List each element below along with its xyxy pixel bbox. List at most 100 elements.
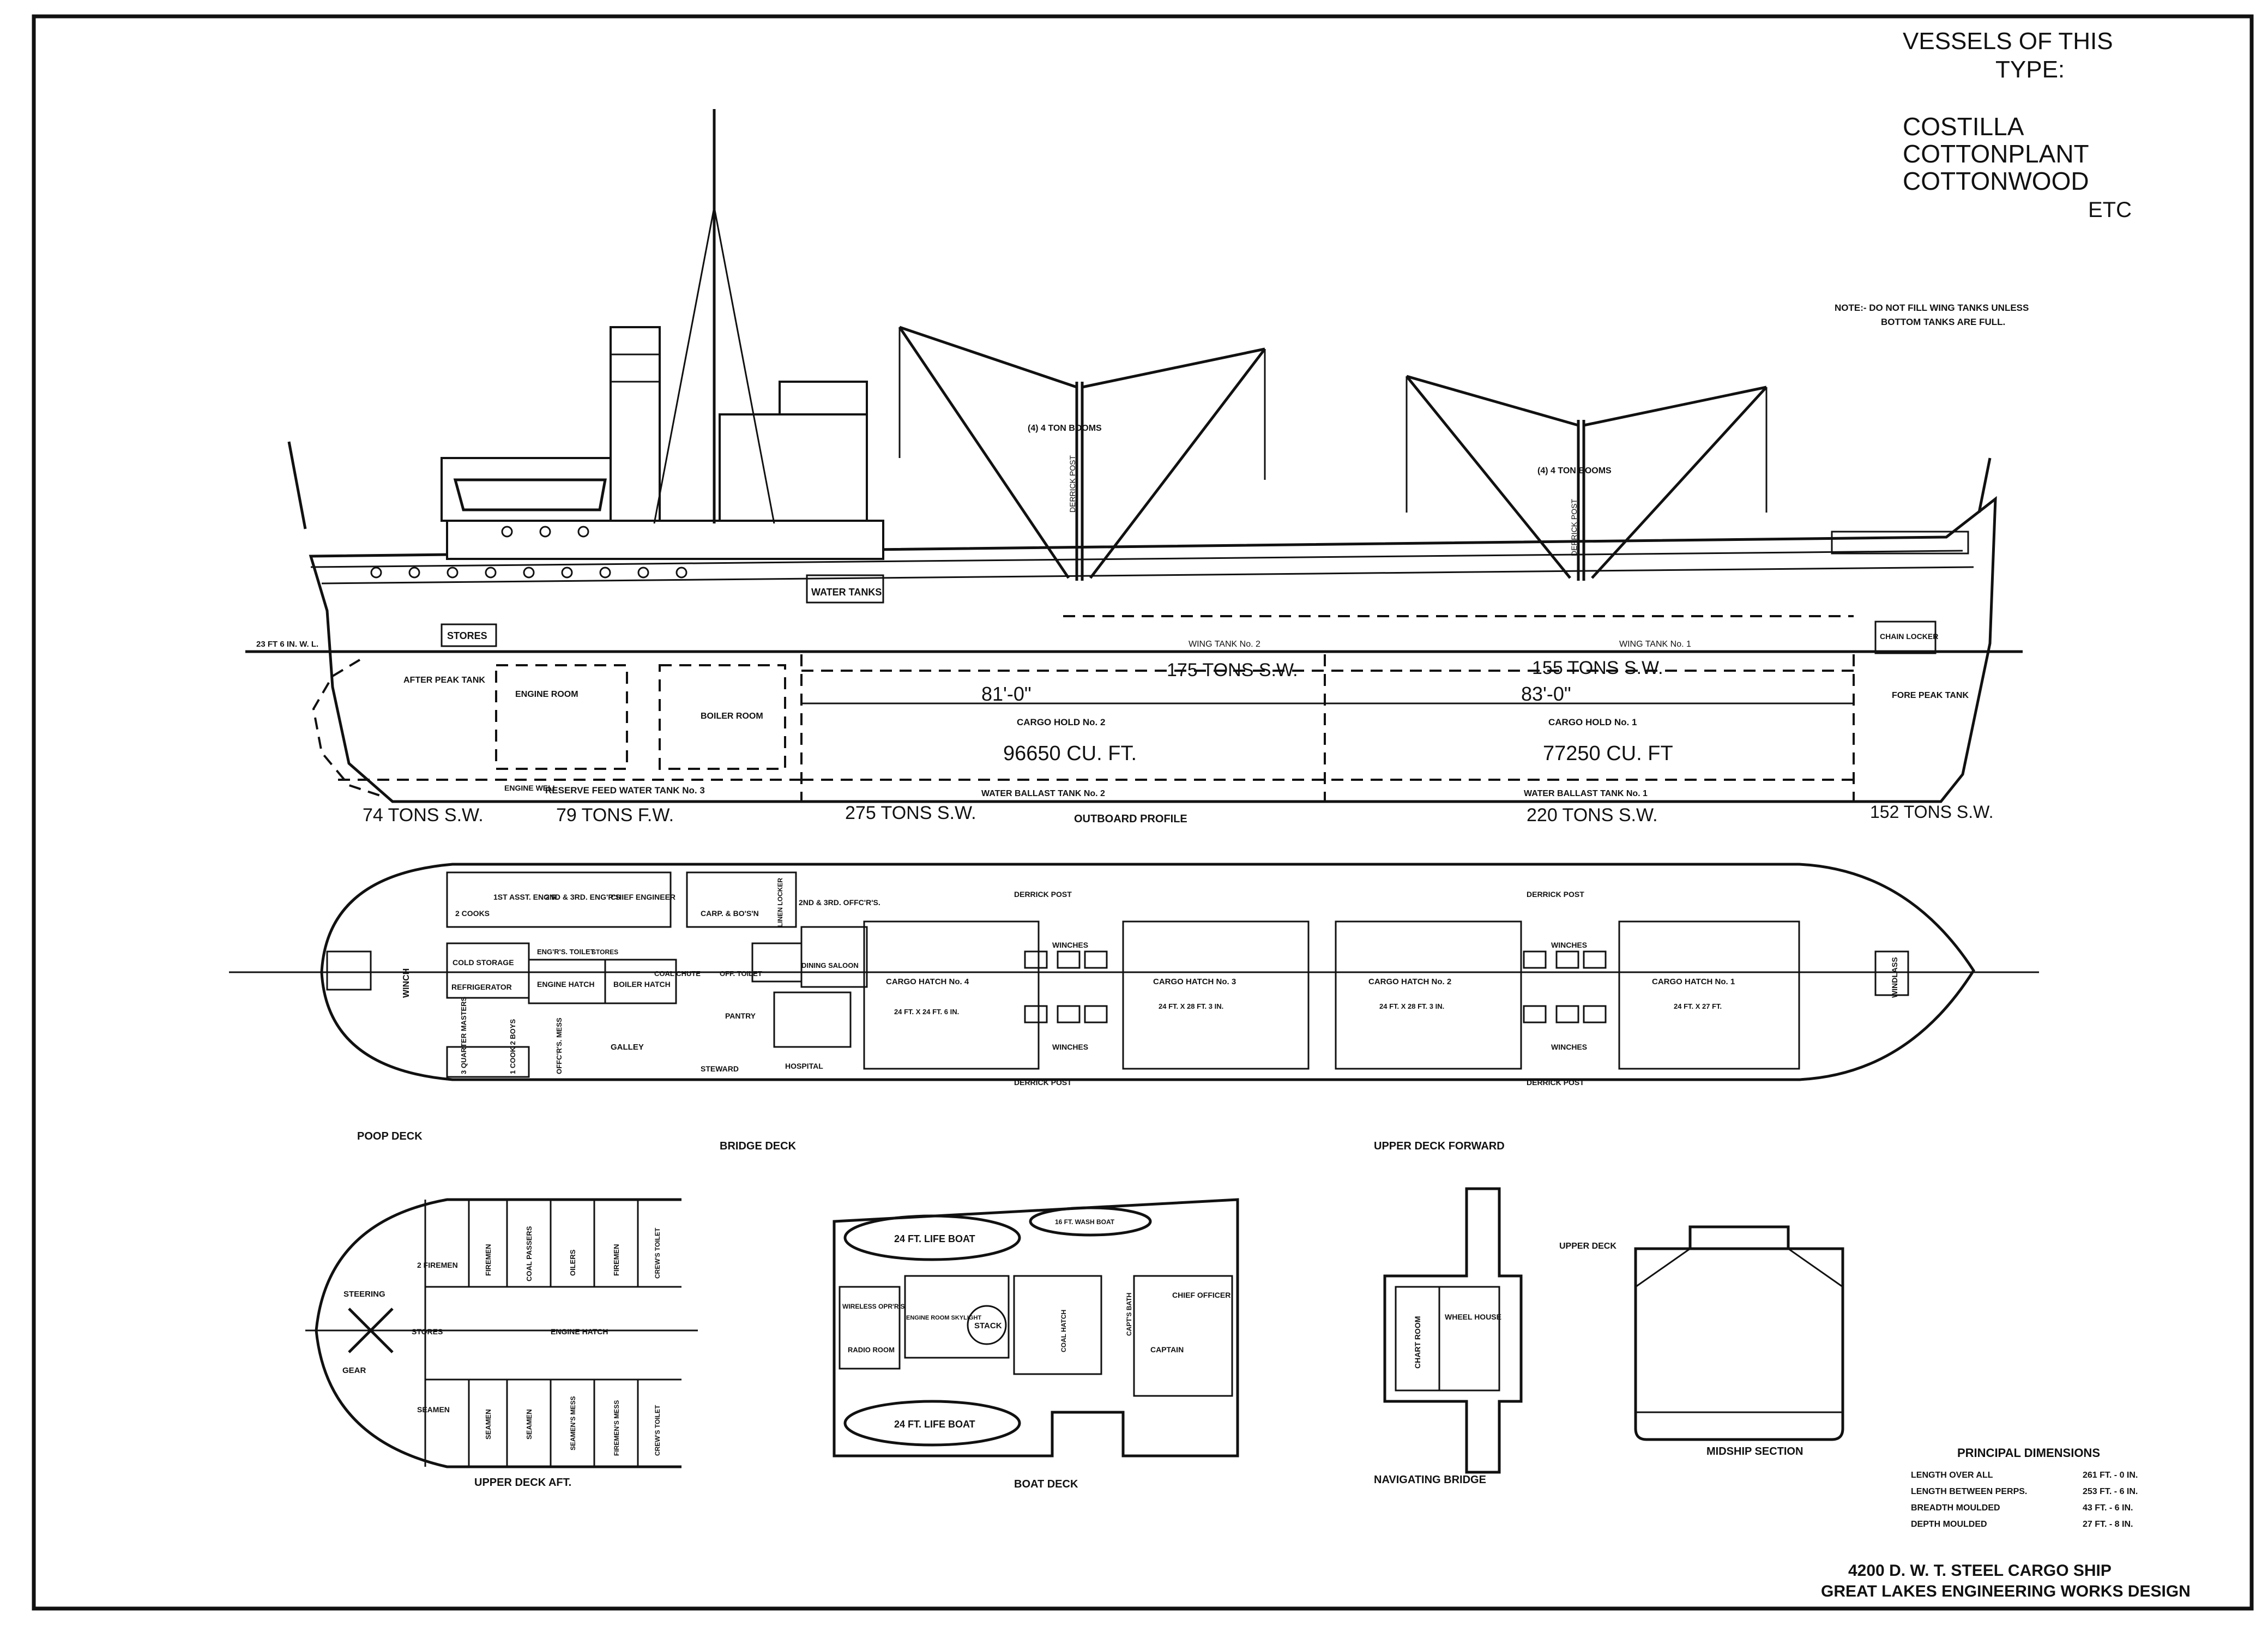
- room-label: WHEEL HOUSE: [1445, 1312, 1501, 1321]
- room-label: STACK: [974, 1321, 1002, 1330]
- midship-section: UPPER DECK MIDSHIP SECTION: [1559, 1225, 1844, 1458]
- reserve-feed-label: RESERVE FEED WATER TANK No. 3: [545, 785, 705, 796]
- life-boat-label: 24 FT. LIFE BOAT: [894, 1419, 975, 1430]
- chain-locker-label: CHAIN LOCKER: [1880, 632, 1938, 641]
- winches-aft: [1024, 950, 1108, 1023]
- derrick-post-label: DERRICK POST: [1068, 455, 1077, 513]
- room-label: RADIO ROOM: [848, 1346, 895, 1354]
- chain-locker-box: [1874, 621, 1937, 654]
- navigating-bridge-title: NAVIGATING BRIDGE: [1374, 1474, 1486, 1486]
- wheelhouse: [779, 381, 868, 415]
- cargo-hatch-2: [1335, 920, 1522, 1070]
- engine-room-label: ENGINE ROOM: [515, 690, 578, 699]
- room-label: 1ST ASST. ENG'R.: [493, 893, 559, 901]
- vessel-name: COSTILLA: [1903, 112, 2024, 141]
- water-tanks-label: WATER TANKS: [811, 587, 882, 598]
- tons-fore: 152 TONS S.W.: [1870, 802, 1993, 822]
- after-peak-label: AFTER PEAK TANK: [403, 676, 485, 685]
- sheer-line: [310, 550, 1963, 568]
- room-label: OFF. TOILET: [720, 969, 762, 978]
- hatch-2-size: 24 FT. X 28 FT. 3 IN.: [1379, 1002, 1444, 1010]
- navigating-bridge: CHART ROOM WHEEL HOUSE NAVIGATING BRIDGE: [1374, 1187, 1523, 1486]
- boat-deck-outline: [833, 1198, 1239, 1458]
- stern-post: [287, 441, 307, 529]
- room-label: CREW'S TOILET: [654, 1405, 661, 1456]
- engine-well-label: ENGINE WELL: [504, 784, 558, 792]
- tons-after-peak: 74 TONS S.W.: [363, 805, 484, 826]
- bow-post: [1977, 457, 1992, 513]
- room-label: 2 COOKS: [455, 909, 490, 918]
- vessel-name: ETC: [2088, 198, 2132, 222]
- winches-fwd: [1523, 950, 1607, 1023]
- funnel: [610, 326, 661, 522]
- room-label: OILERS: [569, 1249, 577, 1276]
- room-label: REFRIGERATOR: [451, 983, 512, 991]
- boat-deck-title: BOAT DECK: [1014, 1478, 1078, 1490]
- winches-label: WINCHES: [1551, 1043, 1587, 1051]
- hatch-1-label: CARGO HATCH No. 1: [1652, 977, 1735, 986]
- wing-tank-1-label: WING TANK No. 1: [1619, 640, 1691, 649]
- wing-tons-1-label: 155 TONS S.W.: [1532, 658, 1663, 678]
- cargo-hatch-4: [863, 920, 1040, 1070]
- derrick-aft: [898, 326, 1266, 581]
- upper-deck-aft-title: UPPER DECK AFT.: [474, 1477, 571, 1489]
- lifeboat-1: [843, 1214, 1021, 1261]
- room-label: ENGINE ROOM SKYLIGHT: [906, 1315, 981, 1321]
- room-label: CAPT'S BATH: [1125, 1293, 1133, 1336]
- room-label: CHART ROOM: [1413, 1316, 1422, 1369]
- lifeboat-2: [843, 1400, 1021, 1447]
- room-label: ENGINE HATCH: [537, 980, 595, 989]
- cargo-hatch-1: [1618, 920, 1800, 1070]
- midship-section-title: MIDSHIP SECTION: [1706, 1446, 1803, 1458]
- tons-feed: 79 TONS F.W.: [556, 805, 674, 826]
- hatch-2-label: CARGO HATCH No. 2: [1368, 977, 1451, 986]
- room-label: COLD STORAGE: [453, 958, 514, 967]
- wb-tank-1-label: WATER BALLAST TANK No. 1: [1524, 789, 1648, 798]
- room-label: GALLEY: [611, 1043, 644, 1052]
- wb-tank-2-label: WATER BALLAST TANK No. 2: [981, 789, 1105, 798]
- bridge-deck-rooms: [446, 871, 868, 1078]
- derrick-post-label: DERRICK POST: [1014, 890, 1072, 899]
- cargo-hold-2-label: CARGO HOLD No. 2: [1017, 717, 1105, 727]
- vessels-title-line1: VESSELS OF THIS: [1903, 28, 2113, 55]
- hold-length-2: 81'-0": [981, 683, 1032, 705]
- room-label: COAL CHUTE: [654, 969, 701, 978]
- vessels-title-line2: TYPE:: [1995, 56, 2065, 83]
- room-label: HOSPITAL: [785, 1062, 823, 1070]
- booms-aft-label: (4) 4 TON BOOMS: [1028, 424, 1102, 433]
- upper-deck-forward-label: UPPER DECK FORWARD: [1374, 1140, 1505, 1152]
- derrick-fwd: [1406, 375, 1768, 581]
- room-label: SEAMEN: [484, 1409, 492, 1440]
- winch-label: WINCH: [402, 968, 411, 998]
- derrick-post-label: DERRICK POST: [1527, 1078, 1584, 1087]
- poop-deck-label: POOP DECK: [357, 1130, 423, 1142]
- room-label: CREW'S TOILET: [654, 1227, 661, 1279]
- room-label: ENG'R'S. TOILET: [537, 948, 595, 956]
- forecastle: [1831, 531, 1969, 555]
- winches-label: WINCHES: [1551, 941, 1587, 949]
- vessels-header: VESSELS OF THIS TYPE: COSTILLA COTTONPLA…: [1835, 28, 2132, 327]
- wing-tank-2-label: WING TANK No. 2: [1189, 640, 1260, 649]
- boiler-room-box: [659, 664, 786, 770]
- room-label: FIREMEN'S MESS: [613, 1400, 620, 1456]
- hatch-4-size: 24 FT. X 24 FT. 6 IN.: [894, 1008, 959, 1016]
- boiler-room-label: BOILER ROOM: [701, 712, 763, 721]
- room-label: CAPTAIN: [1150, 1345, 1184, 1354]
- windlass: [1874, 950, 1909, 996]
- engine-room-box: [495, 664, 628, 770]
- room-label: DINING SALOON: [801, 961, 859, 969]
- cargo-hold-2-volume: 96650 CU. FT.: [1003, 742, 1137, 765]
- derrick-post-label: DERRICK POST: [1527, 890, 1584, 899]
- fore-peak-label: FORE PEAK TANK: [1892, 691, 1969, 700]
- tons-wb1: 220 TONS S.W.: [1527, 805, 1658, 826]
- waterline-label: 23 FT 6 IN. W. L.: [256, 640, 318, 649]
- hatch-3-size: 24 FT. X 28 FT. 3 IN.: [1159, 1002, 1223, 1010]
- room-label: SEAMEN: [525, 1409, 533, 1440]
- wing-tank-note-line2: BOTTOM TANKS ARE FULL.: [1881, 317, 2005, 327]
- hold-length-1: 83'-0": [1521, 683, 1571, 705]
- dimension-label: BREADTH MOULDED: [1911, 1503, 2000, 1513]
- room-label: FIREMEN: [612, 1244, 620, 1276]
- booms-fwd-label: (4) 4 TON BOOMS: [1537, 466, 1612, 475]
- deck-outline: [320, 863, 1975, 1081]
- bridge-deck-label: BRIDGE DECK: [720, 1140, 797, 1152]
